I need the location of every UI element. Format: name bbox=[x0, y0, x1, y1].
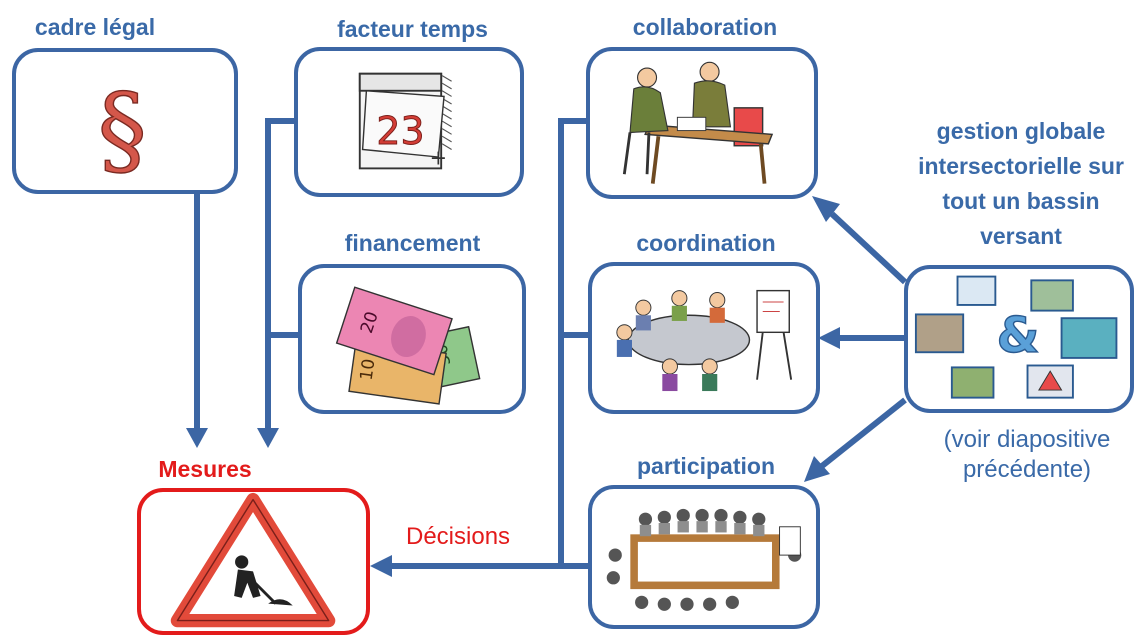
svg-text:§: § bbox=[98, 74, 147, 188]
assembly-meeting-icon bbox=[606, 508, 802, 611]
label-participation: participation bbox=[636, 453, 775, 479]
node-mesures bbox=[137, 488, 370, 635]
label-gestion-line-2: intersectorielle sur bbox=[918, 153, 1124, 179]
arrowhead-time-finance bbox=[257, 428, 279, 448]
label-financement: financement bbox=[344, 230, 481, 256]
node-participation bbox=[588, 485, 820, 629]
label-mesures: Mesures bbox=[158, 456, 252, 482]
node-coordination bbox=[588, 262, 820, 414]
calendar-icon: 23 + bbox=[358, 72, 452, 170]
label-decisions: Décisions bbox=[406, 523, 511, 550]
label-facteur-temps: facteur temps bbox=[337, 16, 488, 42]
svg-text:+: + bbox=[430, 146, 447, 170]
label-gestion-line-3: tout un bassin bbox=[942, 188, 1100, 214]
arrowhead-coordination bbox=[818, 327, 840, 349]
label-coordination: coordination bbox=[636, 230, 776, 256]
svg-text:23: 23 bbox=[376, 109, 424, 153]
bracket-collab bbox=[558, 118, 590, 566]
arrowhead-decisions bbox=[370, 555, 392, 577]
arrowhead-legal bbox=[186, 428, 208, 448]
watershed-collage-icon: & bbox=[914, 275, 1118, 399]
label-gestion-line-4: versant bbox=[980, 223, 1062, 249]
node-collaboration bbox=[586, 47, 818, 199]
note-voir-diapositive: (voir diapositive précédente) bbox=[912, 425, 1142, 485]
node-facteur-temps: 23 + bbox=[294, 47, 524, 197]
bracket-time-finance bbox=[265, 118, 298, 428]
note-line-1: (voir diapositive bbox=[943, 426, 1111, 453]
note-line-2: précédente) bbox=[962, 456, 1092, 483]
label-gestion-line-1: gestion globale bbox=[936, 118, 1106, 144]
svg-text:10: 10 bbox=[357, 358, 380, 382]
round-table-meeting-icon bbox=[616, 289, 793, 392]
label-collaboration: collaboration bbox=[632, 14, 778, 40]
arrowhead-participation bbox=[804, 456, 830, 482]
section-sign-icon: § bbox=[97, 73, 148, 188]
arrowhead-collaboration bbox=[812, 196, 840, 222]
arrow-to-collaboration bbox=[829, 211, 908, 285]
arrow-to-participation bbox=[820, 397, 907, 469]
banknotes-icon: 50 10 20 bbox=[335, 286, 481, 405]
node-cadre-legal: § bbox=[12, 48, 238, 194]
people-at-table-icon bbox=[622, 61, 774, 184]
node-gestion-globale: & bbox=[904, 265, 1134, 413]
label-cadre-legal: cadre légal bbox=[34, 14, 156, 40]
label-gestion-globale: gestion globale intersectorielle sur tou… bbox=[905, 118, 1137, 250]
svg-text:&: & bbox=[997, 306, 1040, 364]
roadworks-sign-icon bbox=[170, 492, 336, 628]
node-financement: 50 10 20 bbox=[298, 264, 526, 414]
